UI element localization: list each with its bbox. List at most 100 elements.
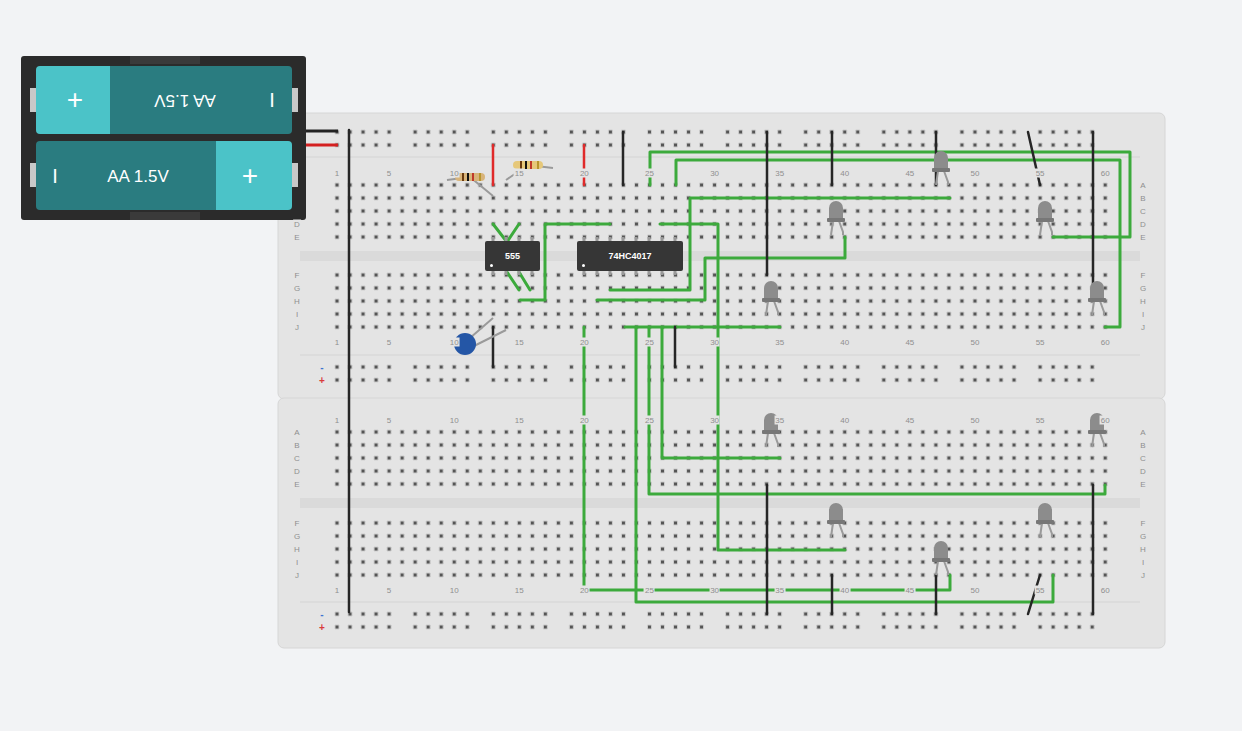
column-number: 15 [514,338,525,347]
led-rim [1036,218,1054,222]
column-number: 45 [904,338,915,347]
column-number: 40 [839,586,850,595]
column-number: 35 [774,416,785,425]
led-lead [1048,523,1052,537]
chip-notch-dot [490,264,493,267]
row-letter: D [293,220,301,229]
column-number: 50 [970,586,981,595]
cell-rating: AA 1.5V [154,92,215,109]
resistor-band [472,173,474,181]
led-lead [936,561,938,575]
jumper-wire-black [766,132,769,275]
column-number: 55 [1035,169,1046,178]
column-number: 5 [386,416,392,425]
resistor-band [467,173,469,181]
column-number: 50 [970,416,981,425]
resistor-band [537,161,539,169]
led-lead [766,301,768,315]
ic-chip: 74HC4017 [577,241,683,271]
resistor-band [525,161,527,169]
column-number: 35 [774,169,785,178]
cell-rating: AA 1.5V [107,167,168,184]
led-lead [944,561,948,575]
row-letter: H [293,297,301,306]
polarity-mark: I [52,166,58,186]
column-number: 1 [334,586,340,595]
led-rim [1036,520,1054,524]
column-number: 55 [1035,338,1046,347]
led-rim [762,298,780,302]
rail-polarity: + [318,623,326,632]
led-symbol [827,201,845,235]
led-rim [762,430,780,434]
jumper-wire-red [583,145,586,185]
led-lead [1040,221,1042,235]
jumper-wire-red [492,145,495,185]
led-lead [831,523,833,537]
column-number: 50 [970,169,981,178]
column-number: 25 [644,338,655,347]
column-number: 5 [386,338,392,347]
row-letter: B [1139,194,1146,203]
jumper-wire-green [636,327,1053,602]
column-number: 45 [904,416,915,425]
row-letter: B [1139,441,1146,450]
jumper-wire-green [676,160,1120,327]
column-number: 1 [334,169,340,178]
breadboard-lower [278,398,1165,648]
led-lead [944,171,948,185]
ic-chip: 555 [485,241,540,271]
resistor-band [479,173,481,181]
chip-label: 74HC4017 [608,251,651,261]
row-letter: D [293,467,301,476]
column-number: 1 [334,338,340,347]
column-number: 45 [904,586,915,595]
row-letter: E [1139,233,1146,242]
jumper-wire-black [1028,575,1040,614]
led-lead [774,301,778,315]
row-letter: A [1139,181,1146,190]
row-letter: E [1139,480,1146,489]
holder-clip [130,212,200,220]
column-number: 5 [386,586,392,595]
row-letter: G [1139,532,1147,541]
polarity-mark: I [269,90,275,110]
led-lead [1040,523,1042,537]
column-number: 55 [1035,586,1046,595]
battery-lead-black [306,130,338,133]
battery-lead-red [306,144,338,147]
jumper-wire-green [649,327,1105,494]
capacitor-lead [470,318,493,338]
row-letter: H [293,545,301,554]
jumper-wire-green [662,327,780,458]
resistor-band [530,161,532,169]
resistor-band [462,173,464,181]
led-symbol [932,541,950,575]
jumper-wire-black [1092,132,1095,290]
jumper-wire-green [519,272,530,290]
row-letter: F [294,271,301,280]
row-letter: F [1140,519,1147,528]
jumper-wire-black [348,130,351,612]
row-letter: I [295,310,299,319]
column-number: 1 [334,416,340,425]
jumper-wire-black [935,575,938,614]
row-letter: C [1139,207,1147,216]
column-number: 30 [709,169,720,178]
column-number: 30 [709,586,720,595]
row-letter: F [294,519,301,528]
row-letter: B [293,441,300,450]
jumper-wire-black [492,327,495,367]
jumper-wire-black [831,132,834,185]
rail-divider [300,157,1140,158]
chip-notch-dot [582,264,585,267]
row-letter: H [1139,545,1147,554]
led-lead [1100,433,1104,447]
column-number: 20 [579,586,590,595]
jumper-wire-black [622,132,625,185]
led-lead [1092,301,1094,315]
led-lead [774,433,778,447]
column-number: 5 [386,169,392,178]
column-number: 10 [449,338,460,347]
